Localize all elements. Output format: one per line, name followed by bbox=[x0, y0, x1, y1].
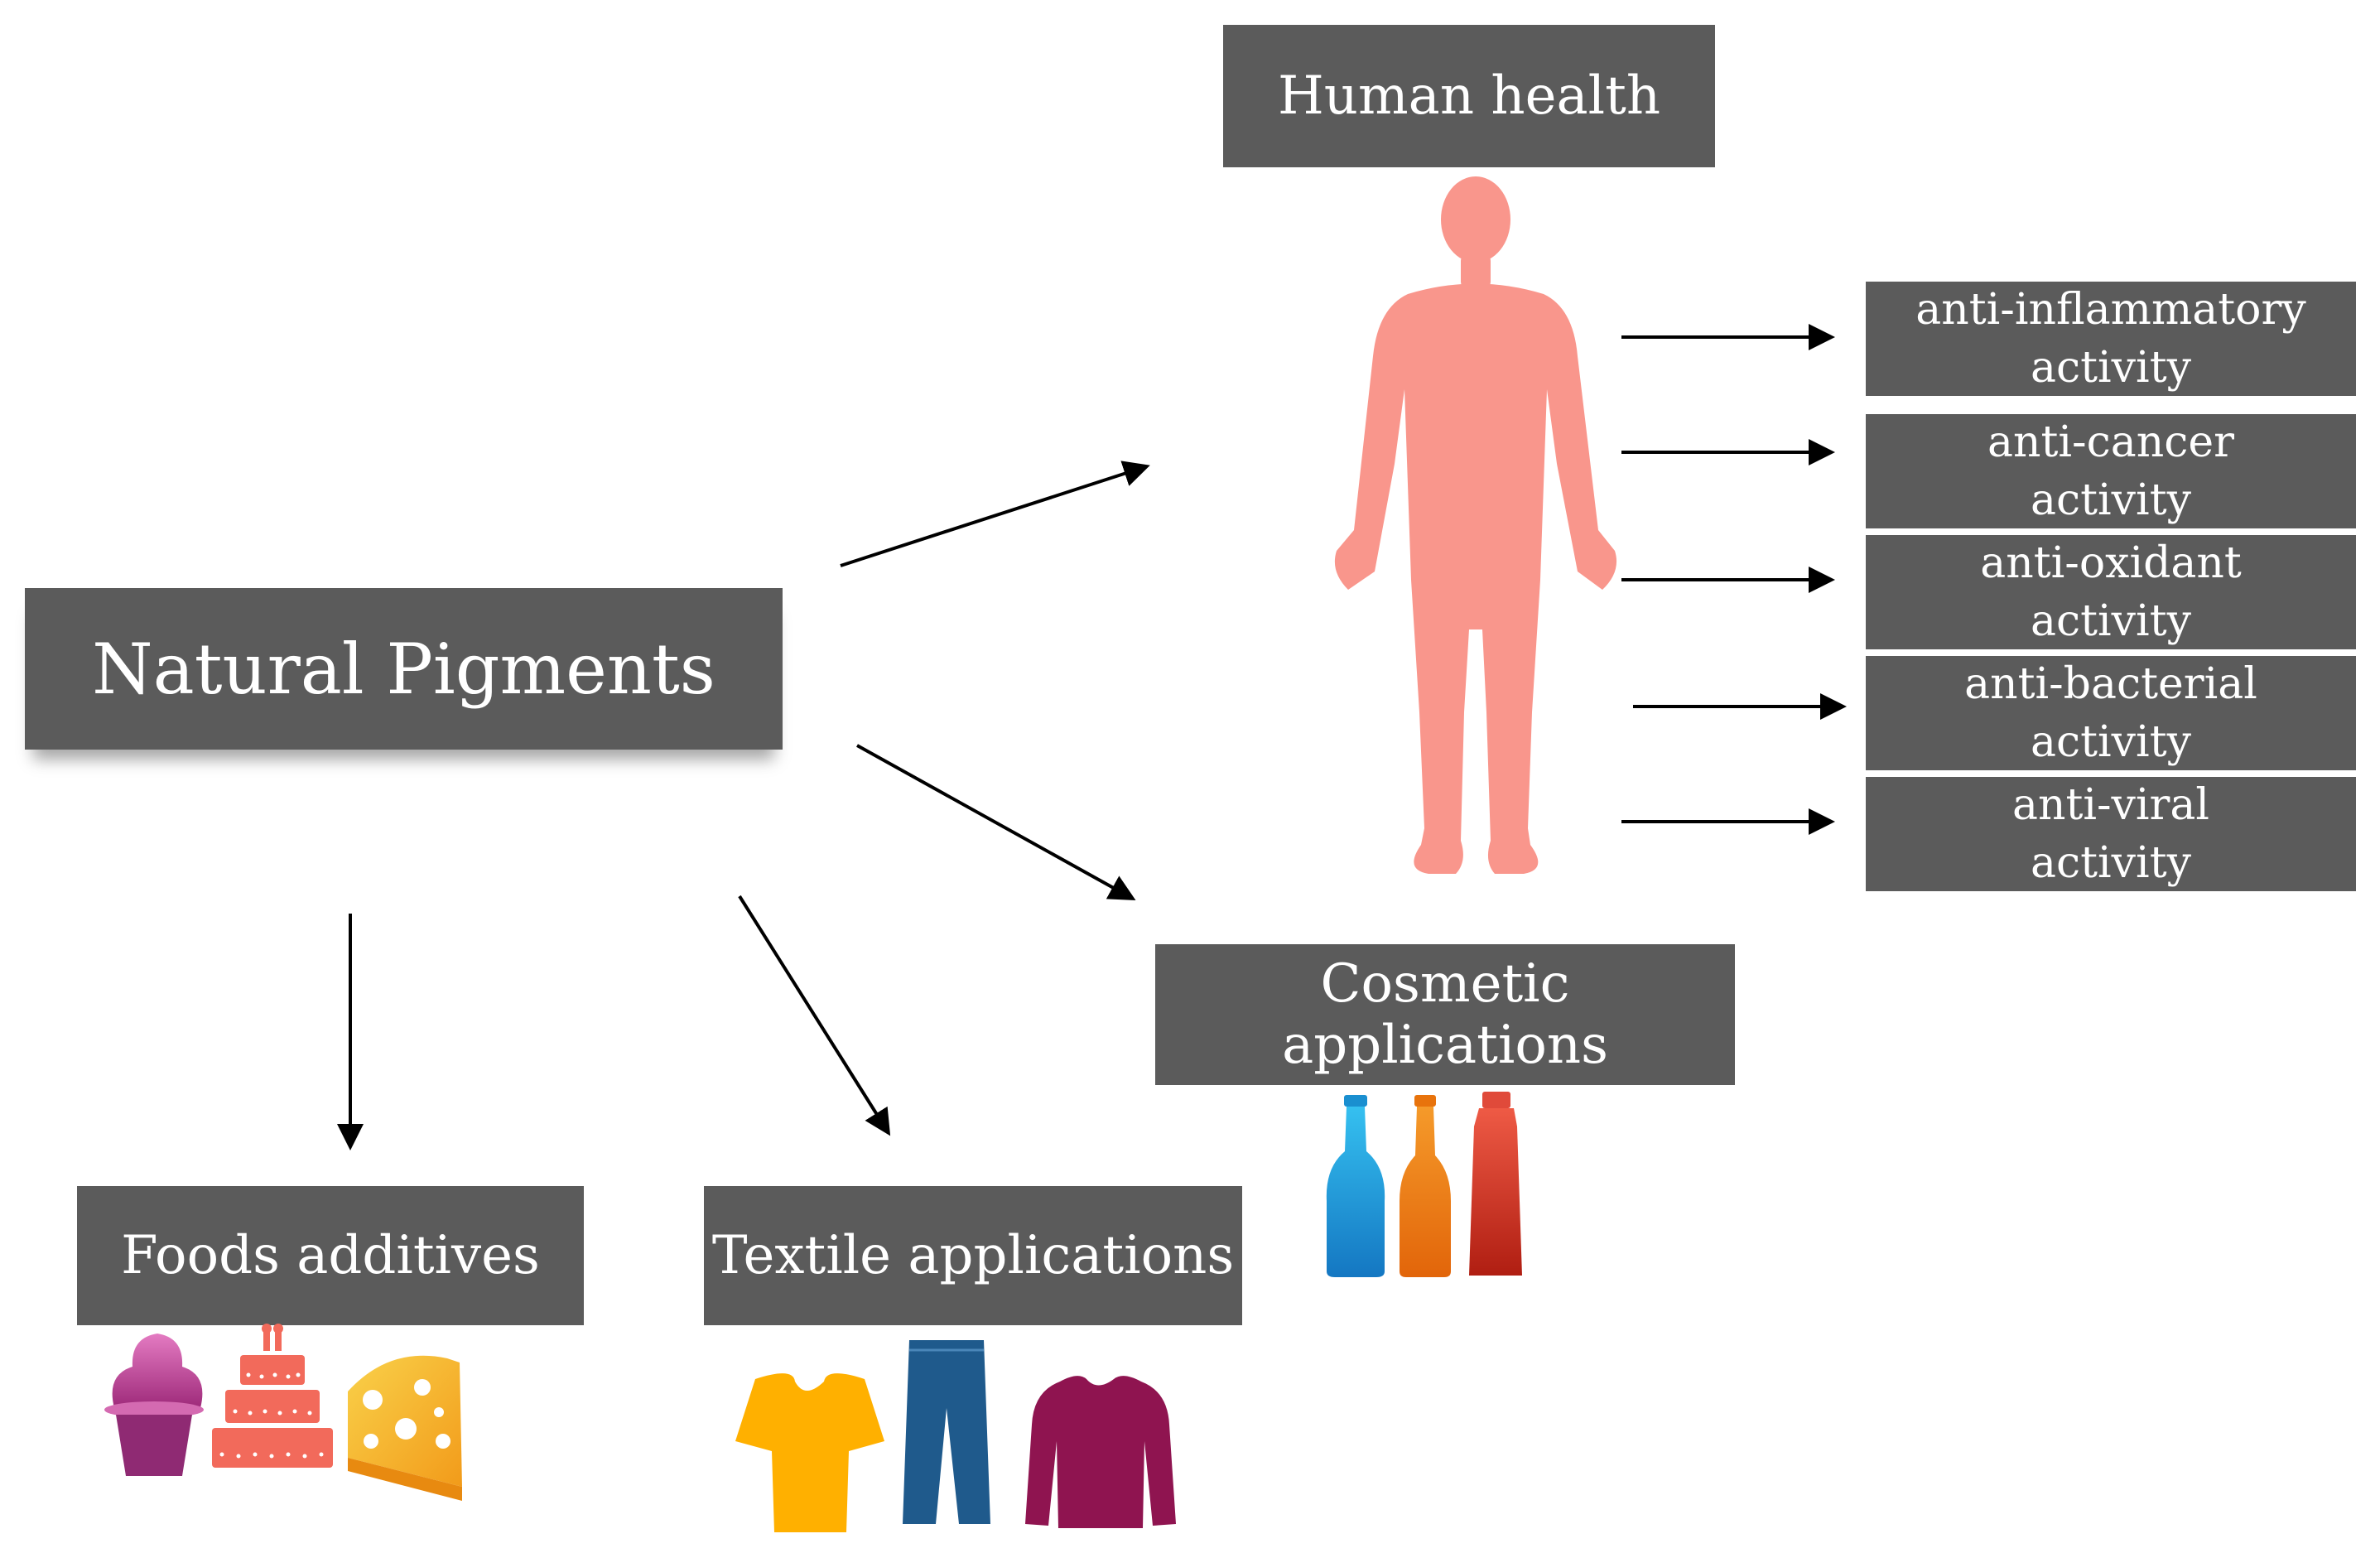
activity-label-line2: activity bbox=[2031, 596, 2191, 646]
orange-bottle-icon bbox=[1400, 1095, 1451, 1277]
arrow-to-textile bbox=[738, 895, 891, 1136]
activity-box-anti-inflammatory: anti-inflammatory activity bbox=[1866, 282, 2356, 396]
t-shirt-icon bbox=[735, 1373, 884, 1532]
sweater-icon bbox=[1025, 1376, 1176, 1528]
activity-box-anti-viral: anti-viral activity bbox=[1866, 777, 2356, 891]
human-health-label: Human health bbox=[1277, 65, 1661, 127]
activity-box-anti-cancer: anti-cancer activity bbox=[1866, 414, 2356, 528]
foods-additives-box: Foods additives bbox=[77, 1186, 584, 1325]
textile-applications-label: Textile applications bbox=[711, 1225, 1235, 1286]
activity-label-line2: activity bbox=[2031, 475, 2191, 525]
blue-bottle-icon bbox=[1326, 1095, 1385, 1277]
red-tube-icon bbox=[1469, 1092, 1522, 1276]
cake-icon bbox=[212, 1324, 333, 1468]
natural-pigments-label: Natural Pigments bbox=[92, 628, 715, 710]
activity-label-line1: anti-oxidant bbox=[1980, 538, 2242, 588]
activity-label-line1: anti-inflammatory bbox=[1915, 285, 2306, 335]
cosmetic-applications-label: Cosmetic applications bbox=[1282, 953, 1608, 1076]
jeans-icon bbox=[903, 1340, 990, 1524]
activity-label-line1: anti-cancer bbox=[1987, 417, 2234, 467]
activity-label-line2: activity bbox=[2031, 838, 2191, 888]
activity-box-anti-oxidant: anti-oxidant activity bbox=[1866, 535, 2356, 649]
activity-label-line2: activity bbox=[2031, 343, 2191, 393]
activity-label-line1: anti-bacterial bbox=[1964, 659, 2257, 709]
natural-pigments-box: Natural Pigments bbox=[25, 588, 783, 750]
foods-additives-label: Foods additives bbox=[121, 1225, 540, 1286]
arrow-to-cosmetic bbox=[856, 744, 1136, 900]
human-body-icon bbox=[1334, 176, 1617, 874]
activity-label-line1: anti-viral bbox=[2011, 780, 2210, 830]
ice-cream-icon bbox=[104, 1334, 204, 1476]
textile-applications-box: Textile applications bbox=[704, 1186, 1242, 1325]
human-health-box: Human health bbox=[1223, 25, 1715, 167]
arrow-to-human-health bbox=[840, 461, 1150, 567]
activity-box-anti-bacterial: anti-bacterial activity bbox=[1866, 656, 2356, 770]
activity-label-line2: activity bbox=[2031, 717, 2191, 767]
cosmetic-applications-box: Cosmetic applications bbox=[1155, 944, 1735, 1085]
cheese-icon bbox=[348, 1355, 462, 1501]
